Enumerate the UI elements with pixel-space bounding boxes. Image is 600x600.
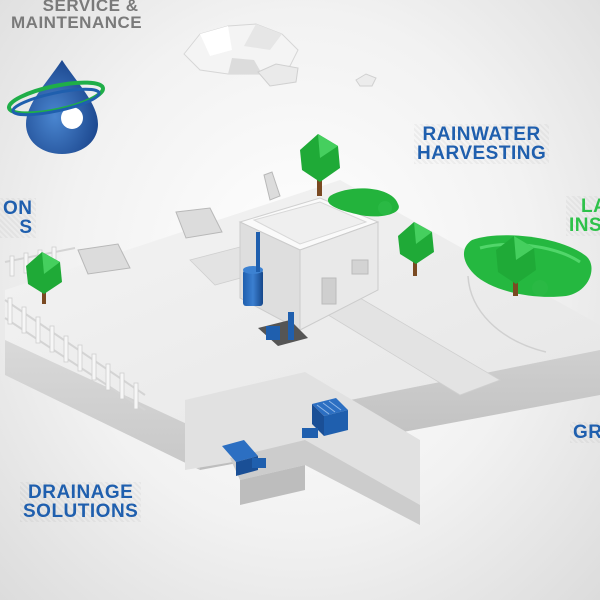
water-tank-icon [243,232,263,306]
tree-icon [300,134,340,196]
label-line: DRAINAGE [28,482,134,503]
tree-icon [398,222,434,276]
label-service-maintenance: SERVICE & MAINTENANCE [8,0,145,32]
label-line: SOLUTIONS [23,501,139,522]
solar-panel-icon [77,171,281,275]
label-line: LA [581,196,600,217]
bush [378,201,548,296]
label-line: ON [3,198,33,219]
label-line: HARVESTING [417,143,547,164]
label-line: S [19,217,33,238]
label-drainage-solutions: DRAINAGE SOLUTIONS [20,482,142,522]
water-drop-logo-icon [6,60,106,154]
label-line: RAINWATER [422,124,541,145]
tree-icon [496,236,536,296]
label-line: GR [573,422,600,443]
label-landscaping-partial: LA INS [566,196,600,236]
label-line: MAINTENANCE [11,13,143,32]
tree-icon [26,252,62,304]
pipe-icon [222,428,318,476]
drain-box-icon [312,398,348,436]
pit [258,312,308,346]
label-gr-partial: GR [570,422,600,443]
label-line: INS [569,215,600,236]
label-rainwater-harvesting: RAINWATER HARVESTING [414,124,550,164]
cloud-icon [183,23,377,87]
label-line: SERVICE & [42,0,139,15]
label-left-partial: ON S [0,198,36,238]
